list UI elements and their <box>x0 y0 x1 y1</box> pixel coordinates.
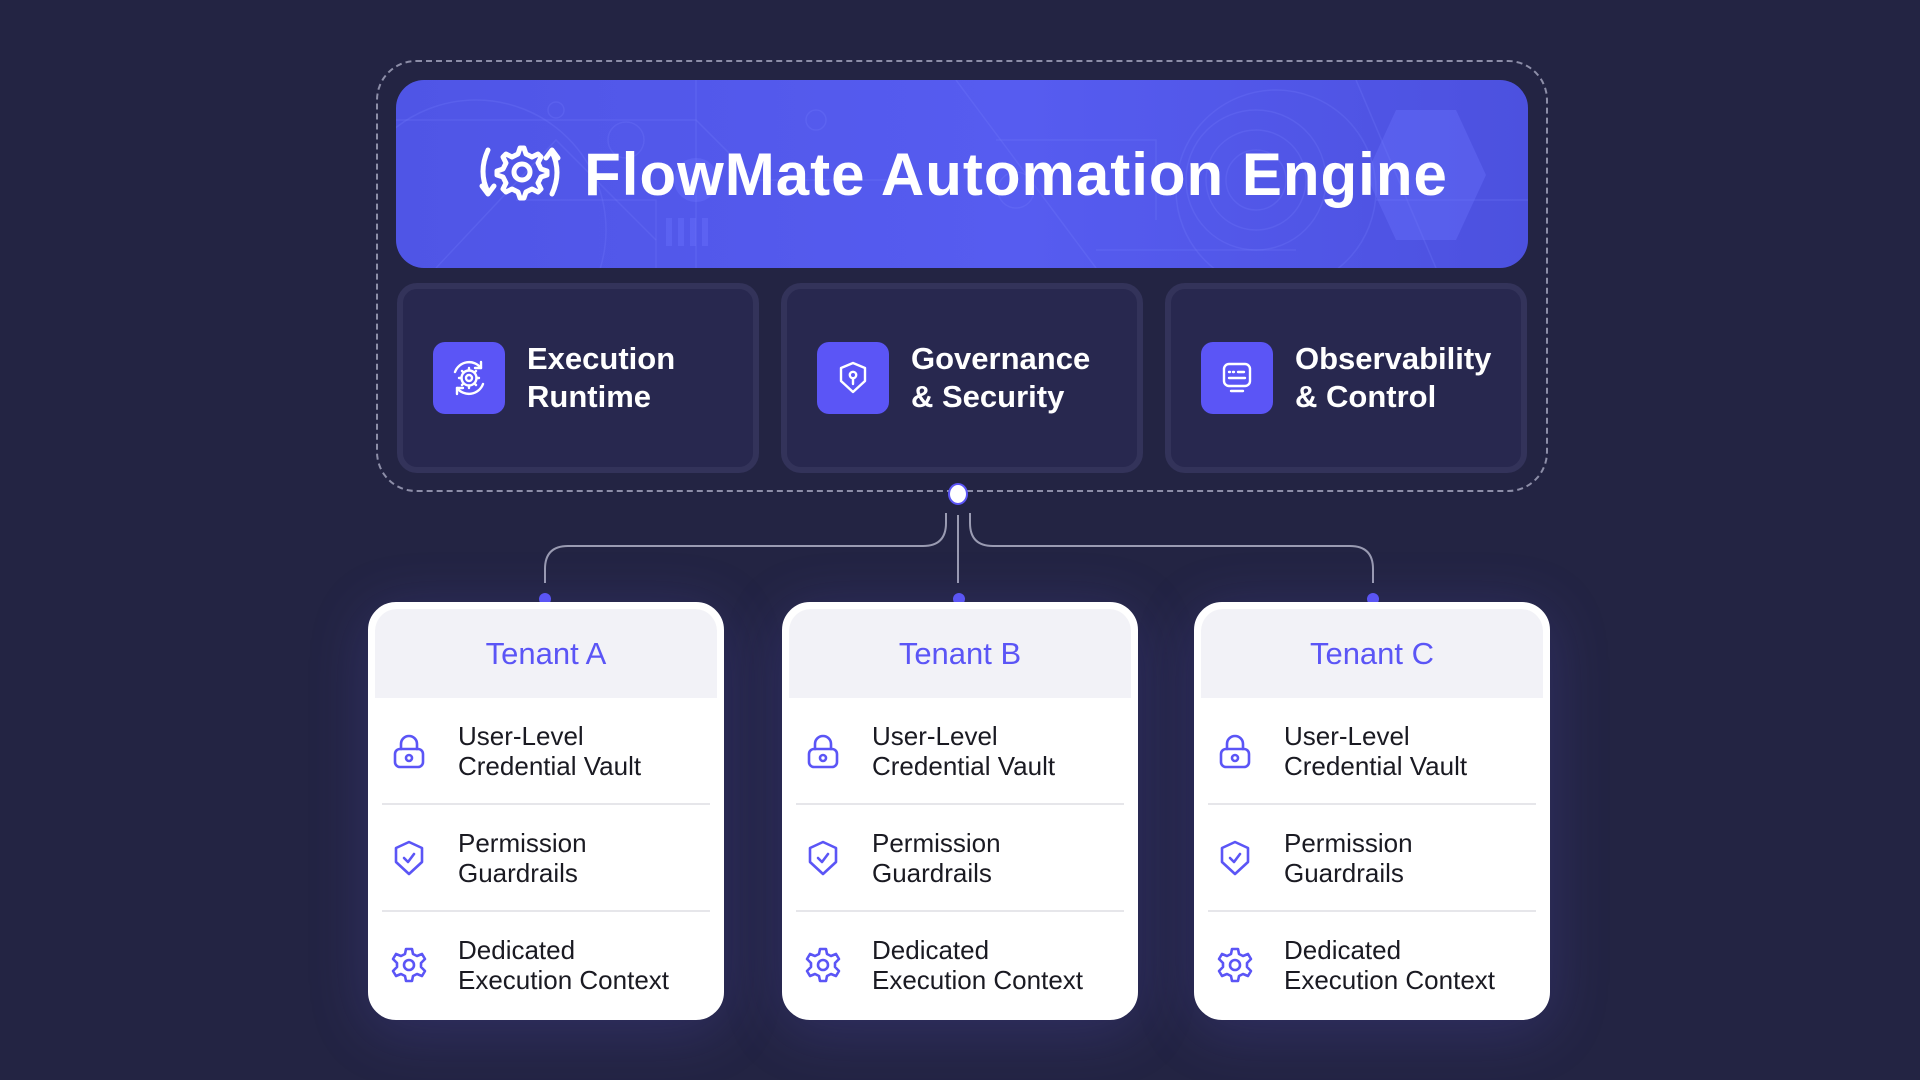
feature-line1: Dedicated <box>1284 934 1402 965</box>
gear-icon <box>802 944 844 986</box>
module-observability-control: Observability & Control <box>1165 283 1527 473</box>
tenant-name: Tenant C <box>1309 635 1435 671</box>
shield-check-icon <box>802 837 844 879</box>
module-label-line1: Observability <box>1295 341 1492 376</box>
feature-line2: Guardrails <box>872 857 992 888</box>
module-label-line1: Governance <box>911 341 1091 376</box>
module-execution-runtime: Execution Runtime <box>397 283 759 473</box>
module-label: Observability & Control <box>1295 340 1491 416</box>
engine-banner: FlowMate Automation Engine <box>396 80 1528 268</box>
tenant-header: Tenant A <box>375 609 717 698</box>
feature-line2: Credential Vault <box>1284 750 1468 781</box>
shield-check-icon <box>1214 837 1256 879</box>
shield-keyhole-icon <box>817 342 889 414</box>
feature-line2: Execution Context <box>872 964 1084 995</box>
feature-line1: User-Level <box>458 720 584 751</box>
tenant-name: Tenant A <box>485 635 607 671</box>
feature-line1: Permission <box>872 827 1001 858</box>
feature-line2: Execution Context <box>1284 964 1496 995</box>
tenant-name: Tenant B <box>898 635 1022 671</box>
gear-cycle-icon <box>476 142 564 207</box>
gear-icon <box>388 944 430 986</box>
lock-icon <box>1214 730 1256 772</box>
tenant-header: Tenant C <box>1201 609 1543 698</box>
connector-tenant-a <box>544 513 947 583</box>
circuit-pattern-background <box>396 80 1528 268</box>
module-label: Execution Runtime <box>527 340 675 416</box>
gear-icon <box>1214 944 1256 986</box>
module-governance-security: Governance & Security <box>781 283 1143 473</box>
feature-line1: User-Level <box>1284 720 1410 751</box>
feature-line2: Credential Vault <box>872 750 1056 781</box>
module-label-line2: & Security <box>911 379 1065 414</box>
engine-title: FlowMate Automation Engine <box>584 140 1448 208</box>
module-label-line1: Execution <box>527 341 676 376</box>
feature-line2: Guardrails <box>458 857 578 888</box>
lock-icon <box>802 730 844 772</box>
lock-icon <box>388 730 430 772</box>
module-label-line2: Runtime <box>527 379 651 414</box>
module-label-line2: & Control <box>1295 379 1437 414</box>
monitor-icon <box>1201 342 1273 414</box>
feature-line1: Dedicated <box>458 934 576 965</box>
feature-line1: Permission <box>458 827 587 858</box>
gear-refresh-icon <box>433 342 505 414</box>
feature-line1: Dedicated <box>872 934 990 965</box>
module-label: Governance & Security <box>911 340 1090 416</box>
feature-line1: Permission <box>1284 827 1413 858</box>
connector-tenant-c <box>969 513 1374 583</box>
shield-check-icon <box>388 837 430 879</box>
feature-line2: Execution Context <box>458 964 670 995</box>
feature-line2: Credential Vault <box>458 750 642 781</box>
feature-line2: Guardrails <box>1284 857 1404 888</box>
feature-line1: User-Level <box>872 720 998 751</box>
tenant-header: Tenant B <box>789 609 1131 698</box>
